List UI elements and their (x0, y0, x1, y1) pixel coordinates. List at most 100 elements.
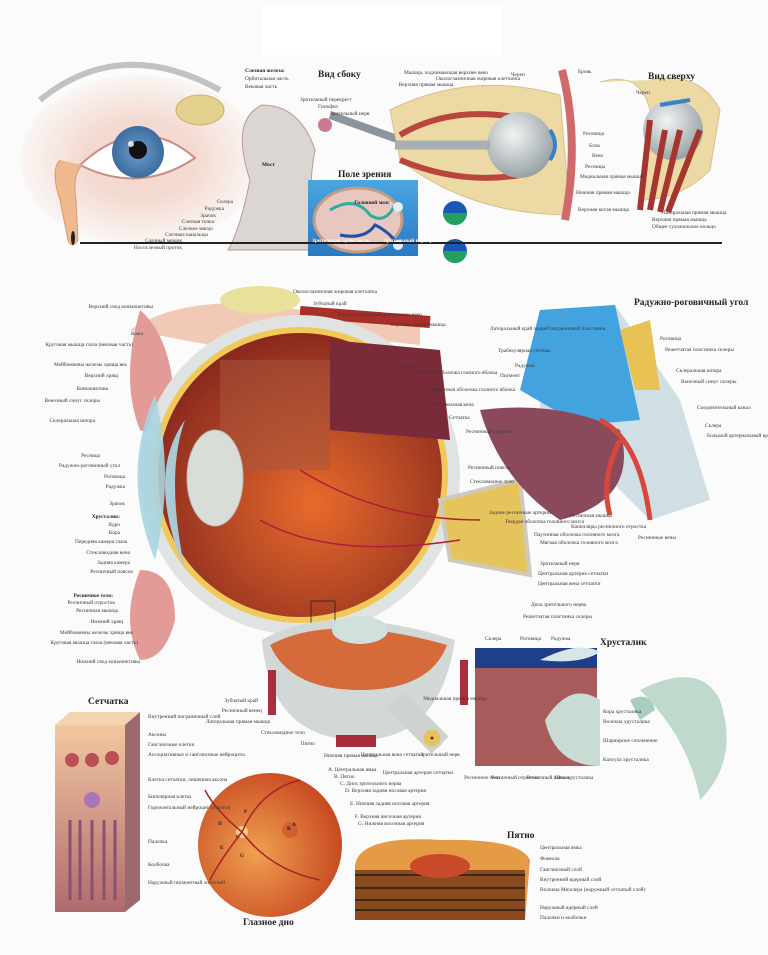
anatomy-label: Зрачок (109, 501, 125, 507)
anatomy-label: C (236, 834, 240, 840)
anatomy-label: Ресничный венец (221, 708, 262, 714)
anatomy-label: Вековая часть (245, 84, 278, 90)
front-eye-illustration (20, 61, 260, 246)
anatomy-label: Ресница (81, 453, 100, 459)
anatomy-label: Фовеола (540, 856, 560, 862)
anatomy-label: Зрительный нерв (330, 111, 370, 117)
anatomy-label: Склера (216, 199, 233, 205)
anatomy-label: Череп (636, 90, 650, 96)
anatomy-label: C. Диск зрительного нерва (340, 781, 402, 787)
anatomy-label: Стекловидная вена (86, 550, 130, 556)
anatomy-label: Центральная вена сетчатки (360, 752, 424, 758)
main-eye-cross-section (130, 286, 533, 660)
anatomy-label: Решетчатая пластинка склеры (665, 347, 734, 353)
anatomy-label: Мышца, поднимающая верхнее веко (338, 312, 422, 318)
retina-block-illustration (55, 712, 140, 912)
anatomy-label: Пятно (300, 741, 315, 747)
anatomy-label: Нижняя прямая мышца (576, 190, 630, 196)
anatomy-label: Клетка сетчатки, лишенная аксона (148, 777, 228, 783)
anatomy-label: Кора хрусталика (603, 709, 642, 715)
anatomy-label: Стекловидное тело (261, 730, 305, 736)
anatomy-label: Центральная артерия сетчатки (382, 770, 454, 776)
anatomy-label: Ядро (108, 522, 120, 528)
anatomy-label: Гипофиз (318, 104, 338, 110)
anatomy-label: Слезная точка (181, 219, 214, 225)
anatomy-label: A. Центральная ямка (328, 767, 377, 773)
iridocorneal-angle-title: Радужно-роговичный угол (634, 298, 749, 308)
anatomy-label: Палочка (148, 839, 168, 845)
anatomy-label: Роговица (103, 474, 125, 480)
visual-field-illustration (308, 180, 467, 263)
anatomy-label: Аксоны (148, 732, 166, 738)
macula-block-illustration (355, 839, 530, 920)
lacrimal-gland-title: Слезная железа: (245, 68, 285, 74)
anatomy-label: Шарнирное сочленение (603, 738, 658, 744)
lens-detail-illustration (475, 647, 727, 800)
anatomy-label: A (292, 822, 296, 828)
anatomy-label: Ганглиозные клетки (148, 742, 195, 748)
anatomy-label: F (244, 809, 248, 815)
anatomy-label: Латеральная прямая мышца (205, 719, 270, 725)
anatomy-label: Верхняя прямая мышца (391, 322, 446, 328)
anatomy-label: Склера (485, 636, 502, 642)
anatomy-label: Венозный синус склеры (44, 398, 100, 404)
anatomy-label: Биполярная клетка (148, 794, 192, 800)
anatomy-label: Волокна Мюллера (наружный сетчатый слой) (540, 887, 646, 893)
top-view-title: Вид сверху (648, 72, 695, 82)
anatomy-label: G (240, 853, 245, 859)
anatomy-label: Радужка (551, 636, 571, 642)
retina-title: Сетчатка (88, 697, 129, 707)
anatomy-label: Носослезный проток (133, 245, 182, 251)
side-view-title: Вид сбоку (318, 70, 361, 80)
anatomy-label: Твердая оболочка головного мозга (505, 519, 584, 525)
anatomy-label: Верхняя прямая мышца (652, 217, 707, 223)
anatomy-label: Ресничное тело (464, 775, 500, 781)
anatomy-label: Стекловидное тело (470, 479, 514, 485)
anatomy-label: Орбитальная часть (245, 76, 289, 82)
side-view-illustration (227, 69, 576, 251)
anatomy-label: Ресничная мышца (570, 513, 612, 519)
anatomy-label: Круговая мышца глаза (вековая часть) (50, 640, 138, 646)
anatomy-label: Сосудистая оболочка глазного яблока (411, 370, 498, 376)
anatomy-label: Слезные канальцы (164, 232, 208, 238)
anatomy-label: Центральная ямка (540, 845, 582, 851)
anatomy-label: Сетчатка (449, 415, 470, 421)
ciliary-body-subtitle: Ресничное тело: (73, 593, 113, 599)
anatomy-label: Склера (705, 423, 722, 429)
anatomy-label: Роговица (583, 131, 605, 137)
anatomy-label: Решетчатая пластинка склеры (523, 614, 592, 620)
anatomy-label: Соединительный канал (697, 405, 751, 411)
anatomy-label: Диск зрительного нерва (531, 602, 587, 608)
anatomy-label: Внутренний пограничный слой (148, 714, 221, 720)
anatomy-label: Верхний хрящ (84, 373, 118, 379)
anatomy-label: Зубчатый край (224, 698, 258, 704)
anatomy-label: Зрительная лучистость (312, 238, 370, 244)
anatomy-label: Швы хрусталика (554, 775, 594, 781)
anatomy-label: Ганглиозный слой (540, 867, 582, 873)
anatomy-label: Вортикозная вена (433, 402, 474, 408)
anatomy-label: Радужно-роговичный угол (59, 463, 120, 469)
anatomy-label: Большой артериальный круг (БАК) (707, 433, 768, 439)
anatomy-label: Слезное мясцо (178, 226, 213, 232)
anatomy-label: Нижний свод конъюнктивы (76, 659, 140, 665)
anatomy-label: Ресничный поясок (90, 569, 133, 575)
anatomy-label: Внутренний ядерный слой (540, 877, 602, 883)
iridocorneal-angle-illustration (480, 305, 710, 521)
anatomy-label: Ресничный поясок (468, 465, 511, 471)
anatomy-label: Центральная вена сетчатки (538, 581, 601, 587)
fundus-title: Глазное дно (243, 918, 294, 928)
anatomy-label: Кожа (130, 331, 143, 337)
anatomy-label: Круговая мышца глаза (вековая часть) (45, 342, 133, 348)
anatomy-label: B. Пятно (334, 774, 355, 780)
anatomy-label: Радужка (204, 206, 224, 212)
visual-field-title: Поле зрения (338, 170, 392, 180)
anatomy-label: Зубчатый край (313, 301, 347, 307)
anatomy-label: Наружный пигментный эпителий (148, 880, 225, 886)
anatomy-label: Зрительный нерв (540, 561, 580, 567)
visual-field-sphere-lower (443, 239, 467, 263)
anatomy-label: Передняя камера глаза (75, 539, 127, 545)
anatomy-label: Роговица (520, 636, 542, 642)
anatomy-label: Общее сухожильное кольцо (652, 224, 716, 230)
anatomy-label: Задние ресничные артерии (489, 510, 551, 516)
